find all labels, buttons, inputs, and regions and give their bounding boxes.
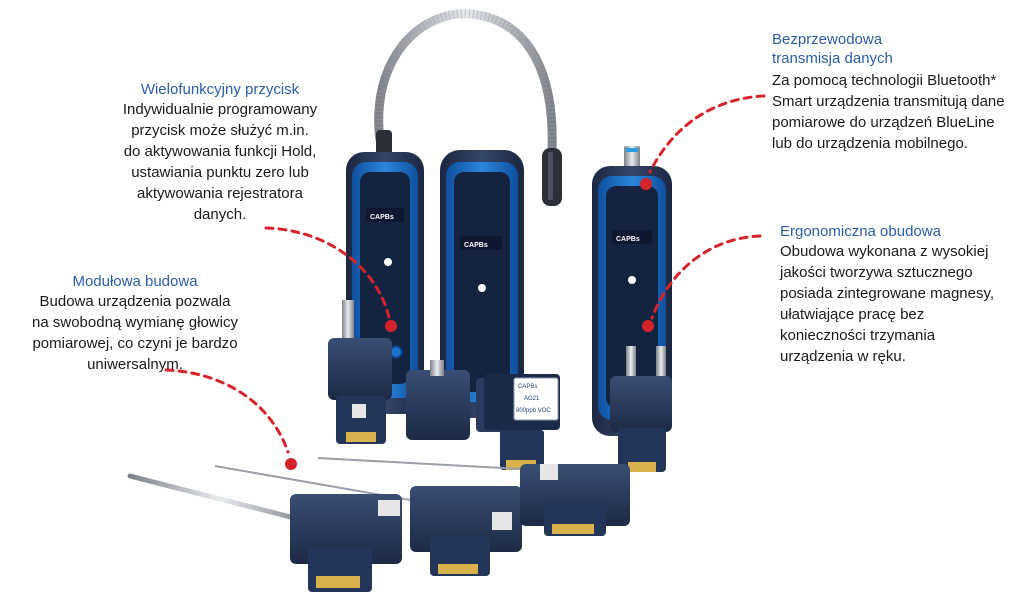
callout-multifunction-title: Wielofunkcyjny przycisk — [140, 81, 300, 98]
sensor-module-code: AG21 — [524, 396, 540, 402]
callout-line: lub do urządzenia mobilnego. — [772, 135, 968, 152]
callout-line: danych. — [193, 206, 247, 223]
callout-line: aktywowania rejestratora — [137, 185, 303, 202]
gooseneck-probe-shadow — [374, 9, 557, 151]
callout-line: na swobodną wymianę głowicy — [32, 314, 238, 331]
leader-modular — [164, 368, 290, 454]
marker-housing — [642, 320, 654, 332]
callout-housing-body: Obudowa wykonana z wysokiej jakości twor… — [780, 241, 1010, 367]
callout-multifunction-button: Wielofunkcyjny przycisk Indywidualnie pr… — [110, 80, 330, 225]
callout-line: jakości tworzywa sztucznego — [780, 264, 973, 281]
device-center-brand: CAPBs — [464, 242, 488, 249]
leader-housing — [650, 234, 762, 320]
callout-line: uniwersalnym. — [87, 356, 183, 373]
callout-modular-body: Budowa urządzenia pozwala na swobodną wy… — [20, 291, 250, 375]
long-probe-right — [317, 457, 541, 471]
callout-modular-design: Modułowa budowa Budowa urządzenia pozwal… — [20, 272, 250, 375]
callout-ergonomic-housing: Ergonomiczna obudowa Obudowa wykonana z … — [780, 222, 1010, 367]
device-right-led — [628, 276, 636, 284]
probe-tip-highlight — [548, 152, 553, 200]
callout-line: pomiarowe do urządzeń BlueLine — [772, 114, 995, 131]
callout-line: urządzenia w ręku. — [780, 348, 906, 365]
probe-head-1 — [290, 494, 402, 592]
sensor-module-brand: CAPBs — [518, 384, 537, 390]
callout-line: Smart urządzenia transmitują dane — [772, 93, 1005, 110]
leader-wireless — [648, 94, 766, 174]
callout-wireless-transmission: Bezprzewodowa transmisja danych Za pomoc… — [772, 30, 1017, 154]
gooseneck-probe — [374, 9, 557, 155]
callout-wireless-body: Za pomocą technologii Bluetooth* Smart u… — [772, 70, 1017, 154]
callout-modular-title: Modułowa budowa — [72, 273, 198, 290]
marker-wireless — [640, 178, 652, 190]
sensor-module-range: 800ppb VOC — [516, 408, 551, 414]
device-left-led — [384, 258, 392, 266]
callout-line: do aktywowania funkcji Hold, — [123, 143, 317, 160]
callout-line: ustawiania punktu zero lub — [131, 164, 309, 181]
callout-multifunction-body: Indywidualnie programowany przycisk może… — [110, 99, 330, 225]
callout-housing-title: Ergonomiczna obudowa — [780, 223, 941, 240]
callout-line: Budowa urządzenia pozwala — [39, 293, 231, 310]
callout-line: pomiarowej, co czyni je bardzo — [32, 335, 238, 352]
callout-wireless-title-2: transmisja danych — [772, 50, 893, 67]
device-left: CAPBs — [328, 130, 424, 444]
callout-line: posiada zintegrowane magnesy, — [780, 285, 995, 302]
callout-line: konieczności trzymania — [780, 327, 936, 344]
callout-line: Za pomocą technologii Bluetooth* — [772, 72, 997, 89]
leader-button — [264, 226, 392, 324]
callout-wireless-title-1: Bezprzewodowa — [772, 31, 883, 48]
probe-head-3 — [520, 464, 630, 536]
callout-line: ułatwiające pracę bez — [780, 306, 925, 323]
device-right-brand: CAPBs — [616, 236, 640, 243]
device-center-led — [478, 284, 486, 292]
callout-line: Obudowa wykonana z wysokiej — [780, 243, 989, 260]
callout-line: Indywidualnie programowany — [122, 101, 318, 118]
device-right: CAPBs — [592, 146, 672, 472]
marker-button — [385, 320, 397, 332]
sensor-module-ag21: CAPBs AG21 800ppb VOC — [484, 374, 560, 470]
long-probe-left — [127, 473, 313, 525]
device-left-brand: CAPBs — [370, 214, 394, 221]
probe-head-2 — [410, 486, 522, 576]
marker-modular — [285, 458, 297, 470]
callout-line: przycisk może służyć m.in. — [131, 122, 309, 139]
